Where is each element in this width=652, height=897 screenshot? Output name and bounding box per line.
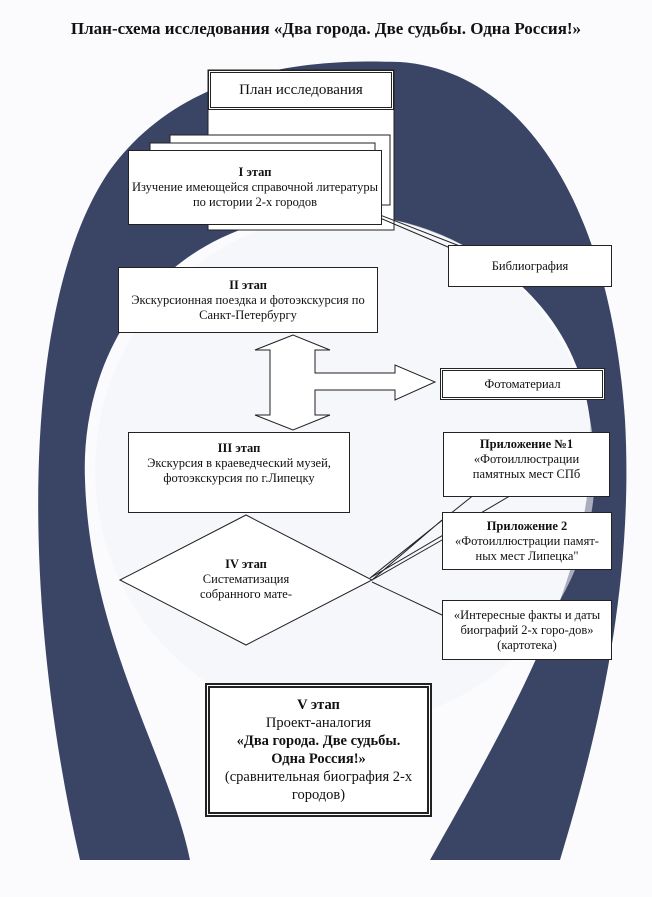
- stage3-box: III этап Экскурсия в краеведческий музей…: [128, 432, 350, 513]
- stage4-label: IV этап: [225, 557, 267, 571]
- dark-arc-shape: [38, 61, 627, 860]
- photo-label: Фотоматериал: [484, 376, 561, 391]
- stage3-label: III этап: [217, 441, 261, 455]
- callout-line: [379, 214, 471, 251]
- facts-text: «Интересные факты и даты биографий 2-х г…: [453, 607, 601, 652]
- photo-box: Фотоматериал: [440, 368, 605, 400]
- stage1-box: I этап Изучение имеющейся справочной лит…: [128, 150, 382, 225]
- plan-box: План исследования: [208, 70, 394, 110]
- stage2-box: II этап Экскурсионная поездка и фотоэкск…: [118, 267, 378, 333]
- stage1-label: I этап: [238, 165, 272, 179]
- stage4-text: Систематизация собранного мате-: [200, 572, 292, 601]
- appendix1-label: Приложение №1: [479, 437, 574, 451]
- bibliography-box: Библиография: [448, 245, 612, 287]
- bibliography-label: Библиография: [491, 258, 569, 273]
- appendix2-label: Приложение 2: [486, 518, 568, 533]
- stage5-line1: Проект-аналогия: [265, 715, 372, 731]
- appendix1-text: «Фотоиллюстрации памятных мест СПб: [472, 452, 581, 481]
- stage1-text: Изучение имеющейся справочной литературы…: [131, 180, 379, 209]
- stage5-label: V этап: [297, 697, 340, 713]
- stage5-project-title: «Два города. Две судьбы. Одна Россия!»: [236, 733, 401, 767]
- appendix2-box: Приложение 2 «Фотоиллюстрации памят-ных …: [442, 512, 612, 570]
- stage4-text-block: IV этап Систематизация собранного мате-: [160, 557, 332, 602]
- double-arrow: [254, 334, 437, 431]
- stage2-text: Экскурсионная поездка и фотоэкскурсия по…: [131, 292, 365, 322]
- stage2-label: II этап: [229, 277, 267, 292]
- page-title: План-схема исследования «Два города. Две…: [70, 19, 582, 38]
- plan-label: План исследования: [239, 81, 363, 98]
- appendix1-box: Приложение №1 «Фотоиллюстрации памятных …: [443, 432, 610, 497]
- stage5-box: V этап Проект-аналогия «Два города. Две …: [205, 683, 432, 817]
- facts-box: «Интересные факты и даты биографий 2-х г…: [442, 600, 612, 660]
- appendix2-text: «Фотоиллюстрации памят-ных мест Липецка": [455, 533, 599, 563]
- stage3-text: Экскурсия в краеведческий музей, фотоэкс…: [147, 456, 331, 485]
- stage5-text: (сравнительная биография 2-х городов): [224, 769, 413, 803]
